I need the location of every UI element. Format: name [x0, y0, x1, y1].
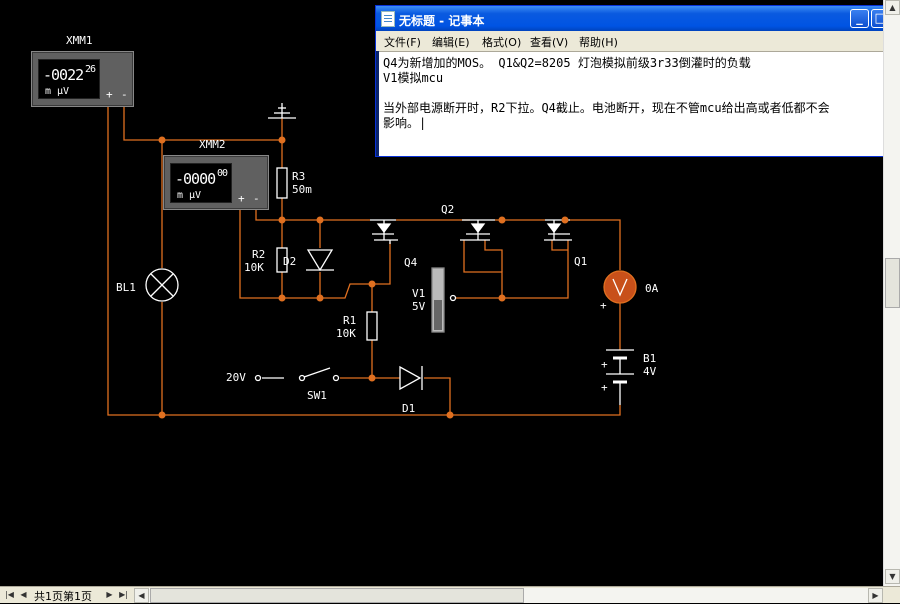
r3-name-label: R3 [292, 170, 306, 183]
voltage-source-v1[interactable] [431, 267, 457, 333]
ammeter[interactable] [603, 270, 637, 304]
scroll-up-button[interactable]: ▲ [885, 0, 900, 15]
next-page-button[interactable]: ▶ [106, 590, 113, 599]
battery-b1[interactable] [606, 349, 634, 405]
mosfet-q1[interactable] [544, 219, 572, 241]
notepad-title: 无标题 - 记事本 [399, 14, 485, 28]
lamp-bl1[interactable] [145, 268, 179, 302]
notepad-menu-bar: 文件(F) 编辑(E) 格式(O) 查看(V) 帮助(H) [376, 31, 899, 51]
b1-name-label: B1 [643, 352, 657, 365]
xmm1-plus-terminal[interactable]: + [106, 88, 113, 101]
mosfet-q2[interactable] [460, 219, 495, 241]
bottom-status-bar: |◀ ◀ 共1页第1页 ▶ ▶| ◀ ▶ [0, 586, 900, 603]
switch-sw1[interactable] [254, 367, 340, 382]
scroll-left-button[interactable]: ◀ [134, 588, 149, 603]
xmm2-display: -0000 00 m μV [170, 163, 232, 203]
resistor-r1[interactable] [366, 311, 378, 341]
xmm2-name: XMM2 [199, 138, 226, 151]
menu-format[interactable]: 格式(O) [482, 36, 522, 49]
resistor-r2[interactable] [276, 247, 288, 273]
r2-name-label: R2 [252, 248, 266, 261]
xmm2-plus-terminal[interactable]: + [238, 192, 245, 205]
r3-value-label: 50m [292, 183, 312, 196]
vertical-scrollbar[interactable]: ▲ ▼ [883, 0, 900, 586]
xmm2-value: -0000 [175, 170, 216, 188]
v1-name-label: V1 [412, 287, 426, 300]
menu-file[interactable]: 文件(F) [384, 36, 421, 49]
notepad-icon [381, 11, 395, 27]
menu-view[interactable]: 查看(V) [530, 36, 569, 49]
scroll-down-button[interactable]: ▼ [885, 569, 900, 584]
mosfet-q4[interactable] [370, 219, 398, 244]
last-page-button[interactable]: ▶| [119, 590, 128, 599]
xmm1-display: -0022 26 m μV [38, 59, 100, 99]
resistor-r3[interactable] [276, 167, 288, 199]
r2-value-label: 10K [244, 261, 264, 274]
xmm2-unit: m μV [177, 190, 202, 201]
ammeter-plus: + [600, 299, 607, 312]
scroll-right-button[interactable]: ▶ [868, 588, 883, 603]
v1-value-label: 5V [412, 300, 426, 313]
source-20v-label: 20V [226, 371, 246, 384]
notepad-title-bar[interactable]: 无标题 - 记事本 _ □ × [376, 6, 900, 31]
xmm1-small: 26 [85, 64, 96, 75]
q2-label: Q2 [441, 203, 455, 216]
xmm2-minus-terminal[interactable]: - [253, 192, 260, 205]
r1-value-label: 10K [336, 327, 356, 340]
text-line-2: V1模拟mcu [383, 71, 444, 85]
text-line-1: Q4为新增加的MOS。 Q1&Q2=8205 灯泡模拟前级3r33倒灌时的负载 [383, 56, 751, 70]
ground-symbol [268, 103, 296, 119]
xmm2-small: 00 [217, 168, 228, 179]
notepad-text-area[interactable]: Q4为新增加的MOS。 Q1&Q2=8205 灯泡模拟前级3r33倒灌时的负载 … [379, 51, 899, 156]
first-page-button[interactable]: |◀ [5, 590, 14, 599]
text-line-4: 当外部电源断开时，R2下拉。Q4截止。电池断开，现在不管mcu给出高或者低都不会 [383, 101, 830, 115]
menu-help[interactable]: 帮助(H) [579, 36, 618, 49]
d2-label: D2 [283, 255, 297, 268]
xmm1-minus-terminal[interactable]: - [121, 88, 128, 101]
prev-page-button[interactable]: ◀ [20, 590, 27, 599]
b1-plus-top: + [601, 358, 608, 371]
notepad-window[interactable]: 无标题 - 记事本 _ □ × 文件(F) 编辑(E) 格式(O) 查看(V) … [375, 5, 900, 157]
multimeter-xmm2[interactable]: -0000 00 m μV + - [163, 155, 269, 210]
sw1-label: SW1 [307, 389, 327, 402]
xmm1-unit: m μV [45, 86, 70, 97]
diode-d1[interactable] [399, 365, 423, 391]
vertical-scroll-thumb[interactable] [885, 258, 900, 308]
d1-label: D1 [402, 402, 416, 415]
text-line-5: 影响。| [383, 116, 427, 130]
multimeter-xmm1[interactable]: -0022 26 m μV + - [31, 51, 134, 107]
menu-edit[interactable]: 编辑(E) [432, 36, 470, 49]
xmm1-value: -0022 [43, 66, 84, 84]
bl1-label: BL1 [116, 281, 136, 294]
b1-plus-bottom: + [601, 381, 608, 394]
horizontal-scroll-thumb[interactable] [150, 588, 524, 603]
b1-value-label: 4V [643, 365, 657, 378]
r1-name-label: R1 [343, 314, 357, 327]
q4-label: Q4 [404, 256, 418, 269]
q1-label: Q1 [574, 255, 588, 268]
minimize-button[interactable]: _ [850, 9, 869, 28]
page-indicator: 共1页第1页 [34, 590, 92, 603]
xmm1-name: XMM1 [66, 34, 93, 47]
junction-dots [158, 136, 569, 419]
ammeter-label: 0A [645, 282, 659, 295]
zener-d2[interactable] [306, 249, 334, 272]
